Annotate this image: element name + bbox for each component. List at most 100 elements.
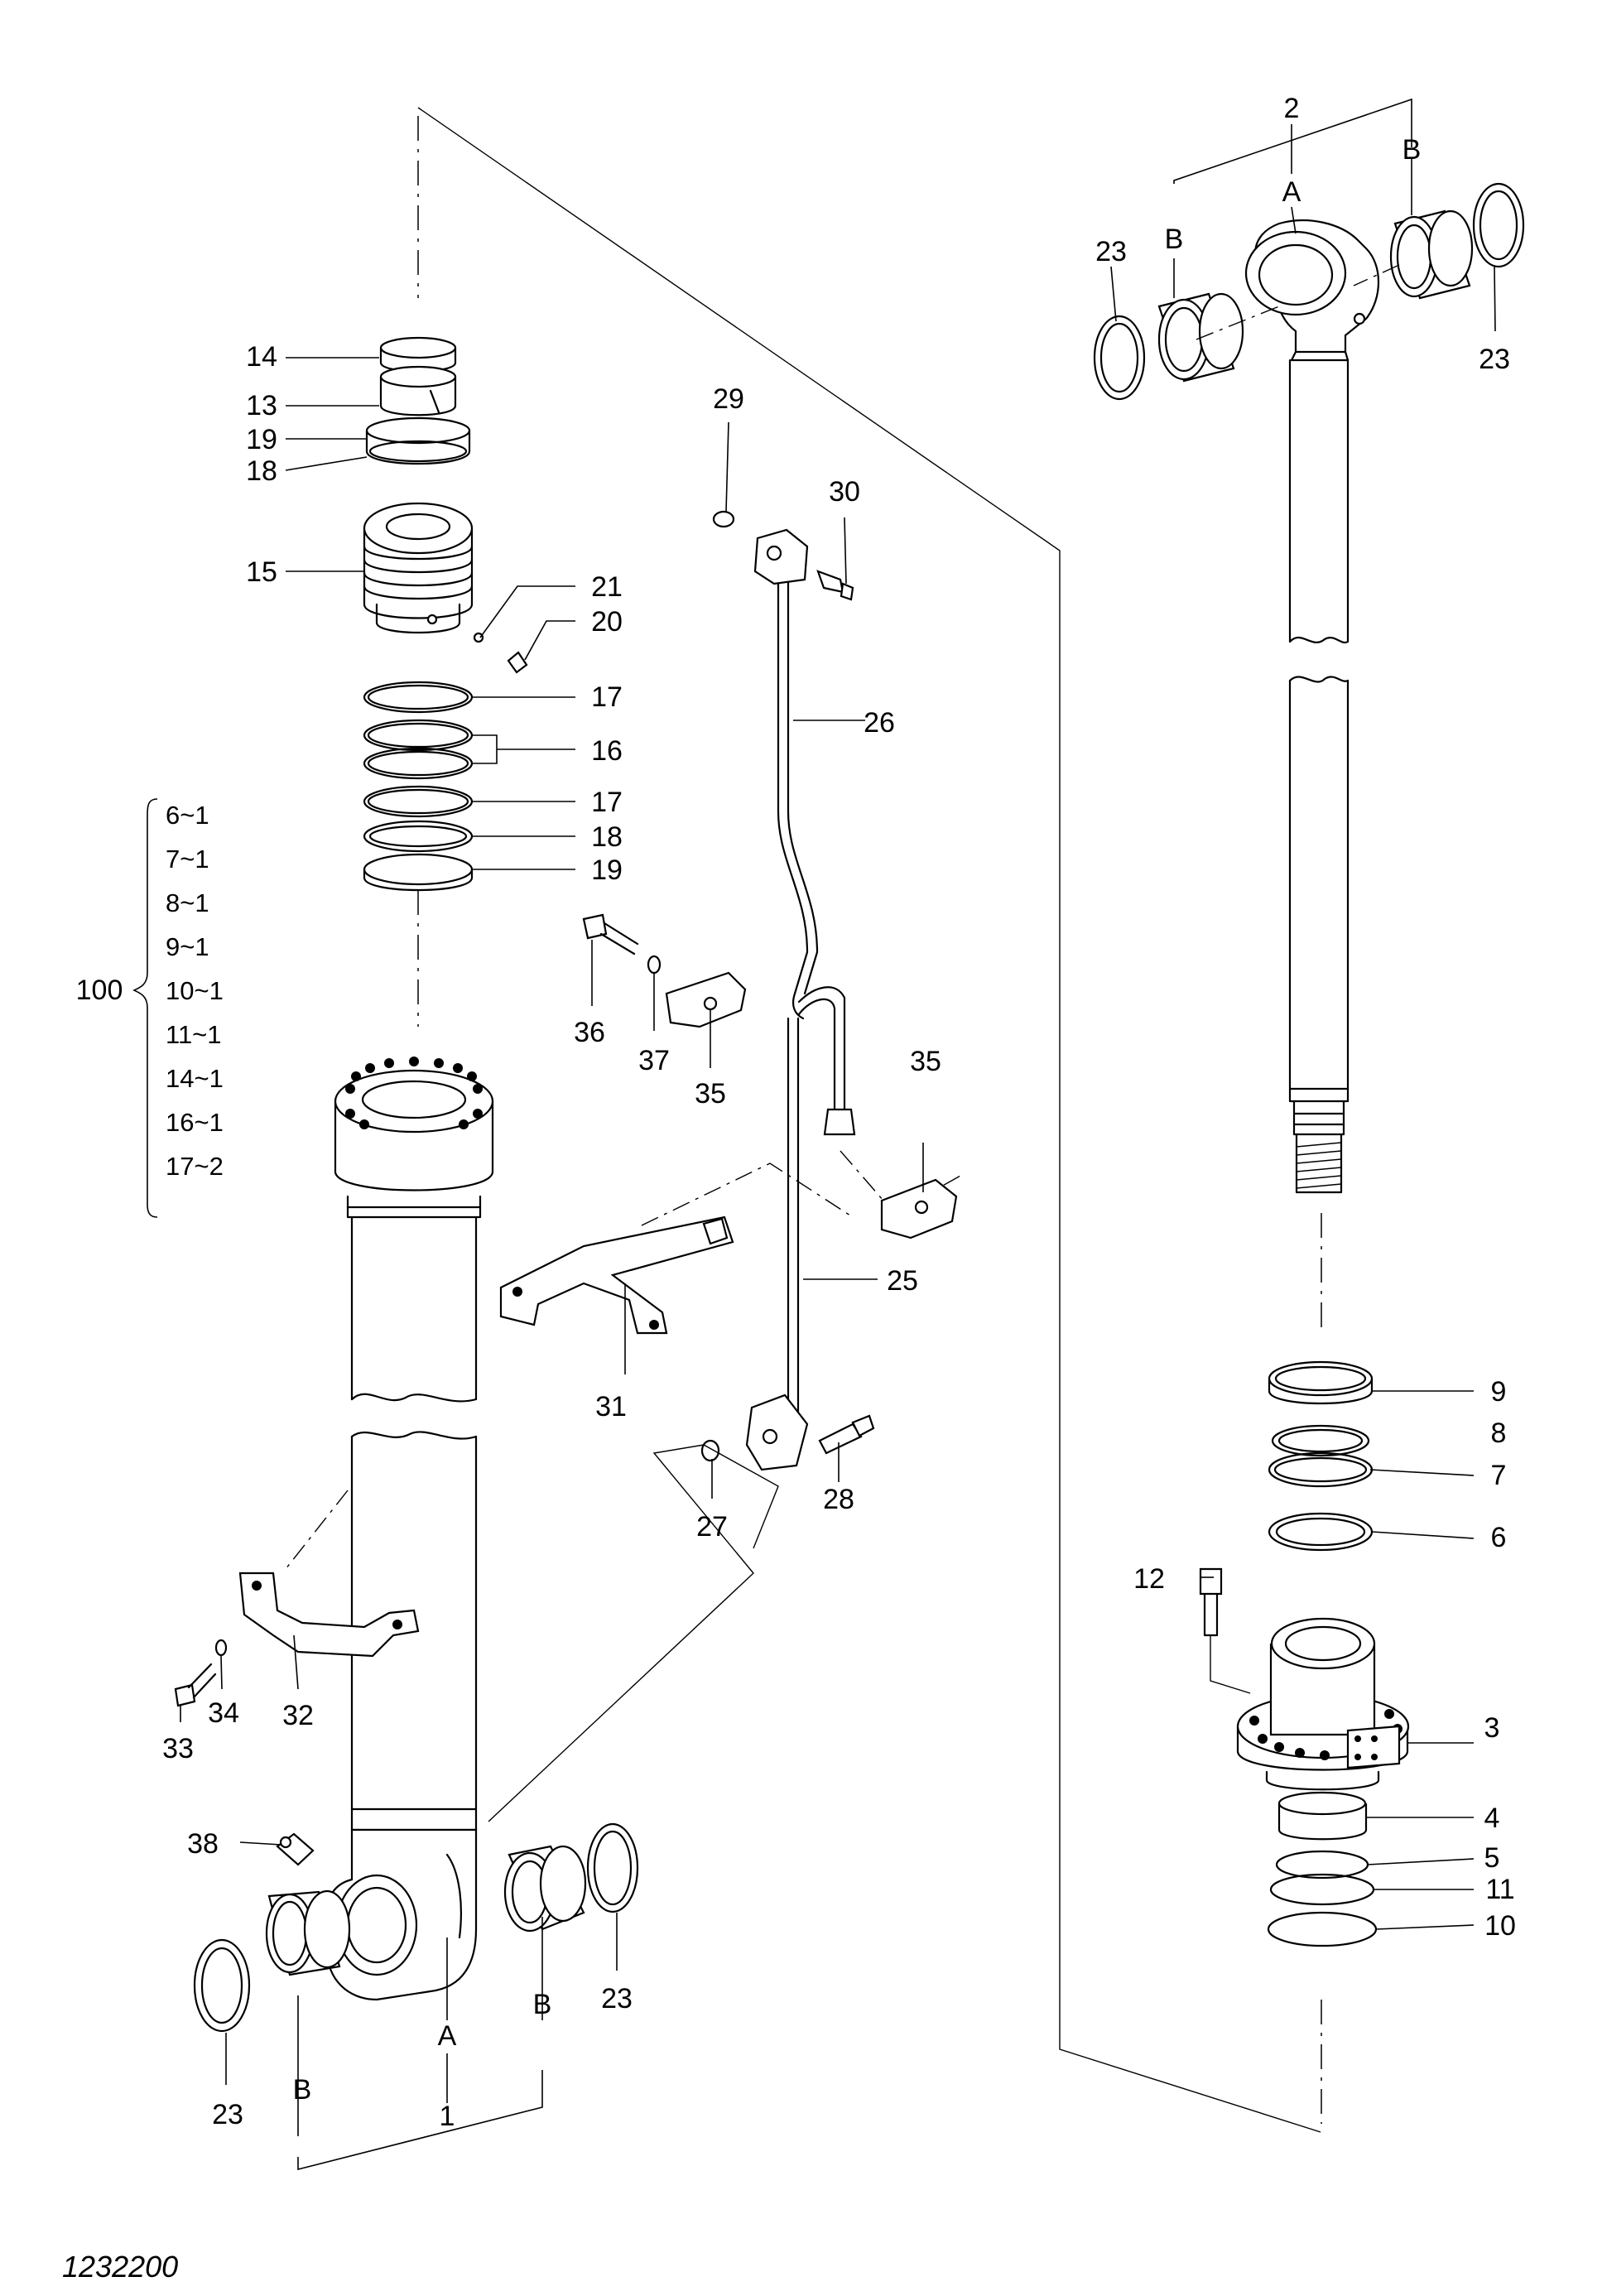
perspective-lines (285, 107, 1322, 2133)
sub-label-B-bottom-right: B (533, 1989, 552, 2020)
leader-lines (132, 98, 1496, 2171)
pipe-25 (745, 1017, 809, 1471)
seal-kit-list: 100 6~1 7~1 8~1 9~1 10~1 11~1 14~1 16~1 … (76, 801, 224, 1181)
piston-nut-4-5-10-11 (1267, 1791, 1378, 1947)
clamp-35-lower (880, 1178, 958, 1239)
piston-3 (1236, 1617, 1410, 1791)
rod-bushing-left-B (1157, 292, 1244, 383)
callout-12: 12 (1133, 1563, 1165, 1595)
callout-37: 37 (638, 1045, 670, 1076)
callout-23-top-right: 23 (1479, 344, 1510, 375)
pin-bushing-left-B (265, 1889, 351, 1976)
callout-17-upper: 17 (591, 681, 623, 713)
flange-bolt-holes (345, 1057, 483, 1129)
kit-entry: 11~1 (166, 1020, 222, 1049)
clamp-35-upper (665, 971, 747, 1028)
callout-20: 20 (591, 606, 623, 638)
pipe-26 (777, 578, 856, 1136)
piston-rod-2 (1244, 219, 1379, 1194)
clamp-31 (499, 1215, 734, 1335)
callout-16: 16 (591, 735, 623, 767)
callout-labels: 1 2 3 4 5 6 7 8 9 10 11 12 13 14 15 16 1… (162, 93, 1516, 2132)
sub-label-A-top: A (1282, 176, 1301, 208)
set-screw-20 (507, 651, 528, 674)
pipe-flange-top (753, 528, 809, 585)
bolt-30 (816, 570, 854, 601)
pin-bushing-right-B (503, 1845, 587, 1933)
callout-5: 5 (1484, 1842, 1500, 1874)
callout-38: 38 (187, 1828, 219, 1860)
callout-13: 13 (246, 390, 277, 421)
callout-23-bottom-right: 23 (601, 1983, 633, 2014)
callout-7: 7 (1491, 1460, 1507, 1491)
sub-label-B-top-right: B (1403, 134, 1422, 166)
callout-3: 3 (1484, 1712, 1500, 1744)
bolt-12 (1199, 1567, 1251, 1694)
o-ring-27 (700, 1439, 720, 1462)
rod-bushing-right-B (1389, 209, 1474, 300)
ball-21 (473, 632, 484, 643)
grease-fitting-38 (276, 1832, 315, 1866)
kit-entry: 16~1 (166, 1108, 224, 1137)
callout-23-top-left: 23 (1095, 236, 1127, 267)
callout-26: 26 (864, 707, 895, 739)
piston-rings-6-9 (1268, 1360, 1374, 1552)
kit-entry: 10~1 (166, 976, 224, 1005)
callout-30: 30 (829, 476, 860, 508)
callout-18-lower: 18 (591, 821, 623, 853)
bolt-33 (174, 1663, 217, 1707)
callout-14: 14 (246, 341, 277, 373)
callout-2: 2 (1284, 93, 1300, 124)
bolt-28 (818, 1414, 875, 1455)
o-ring-29 (712, 510, 735, 528)
kit-entry: 7~1 (166, 845, 209, 874)
sub-label-A-bottom: A (438, 2020, 457, 2052)
callout-27: 27 (696, 1511, 728, 1543)
callout-11: 11 (1485, 1874, 1514, 1905)
callout-28: 28 (823, 1484, 854, 1515)
sub-label-B-bottom-left: B (293, 2074, 312, 2106)
callout-10: 10 (1484, 1910, 1516, 1942)
drawing-number: 1232200 (62, 2250, 178, 2284)
clamp-32 (238, 1572, 420, 1658)
callout-34: 34 (208, 1697, 239, 1729)
rings-19-18 (365, 416, 471, 465)
callout-9: 9 (1491, 1376, 1507, 1408)
callout-21: 21 (591, 571, 623, 603)
callout-19-upper: 19 (246, 424, 277, 455)
kit-label: 100 (76, 975, 123, 1006)
rod-dust-seal-left (1093, 315, 1146, 401)
callout-31: 31 (595, 1391, 627, 1422)
callout-1: 1 (440, 2101, 455, 2132)
kit-entry: 9~1 (166, 932, 209, 961)
cylinder-tube-1 (325, 1057, 494, 2001)
cylinder-head-15 (363, 502, 474, 634)
callout-25: 25 (887, 1265, 918, 1297)
washer-37 (647, 955, 662, 975)
callout-4: 4 (1484, 1803, 1500, 1834)
rod-dust-seal-right (1472, 182, 1525, 268)
washer-34 (214, 1639, 228, 1657)
callout-17-lower: 17 (591, 787, 623, 818)
callout-36: 36 (574, 1017, 605, 1048)
callout-8: 8 (1491, 1418, 1507, 1449)
dust-seal-right (586, 1822, 639, 1913)
callout-32: 32 (282, 1700, 314, 1731)
callout-33: 33 (162, 1733, 194, 1764)
callout-19-lower: 19 (591, 854, 623, 886)
sub-label-B-top-left: B (1165, 224, 1184, 255)
callout-35-upper: 35 (695, 1078, 726, 1109)
bolt-36 (582, 913, 639, 955)
callout-6: 6 (1491, 1522, 1507, 1553)
callout-35-lower: 35 (910, 1046, 941, 1077)
dust-seal-left (193, 1938, 251, 2033)
kit-entry: 6~1 (166, 801, 209, 830)
callout-29: 29 (713, 383, 744, 415)
kit-entry: 17~2 (166, 1152, 224, 1181)
piston-seal-stack (363, 681, 474, 892)
kit-entry: 14~1 (166, 1064, 224, 1093)
callout-15: 15 (246, 556, 277, 588)
bushing-13 (379, 365, 457, 416)
callout-23-bottom-left: 23 (212, 2099, 243, 2130)
